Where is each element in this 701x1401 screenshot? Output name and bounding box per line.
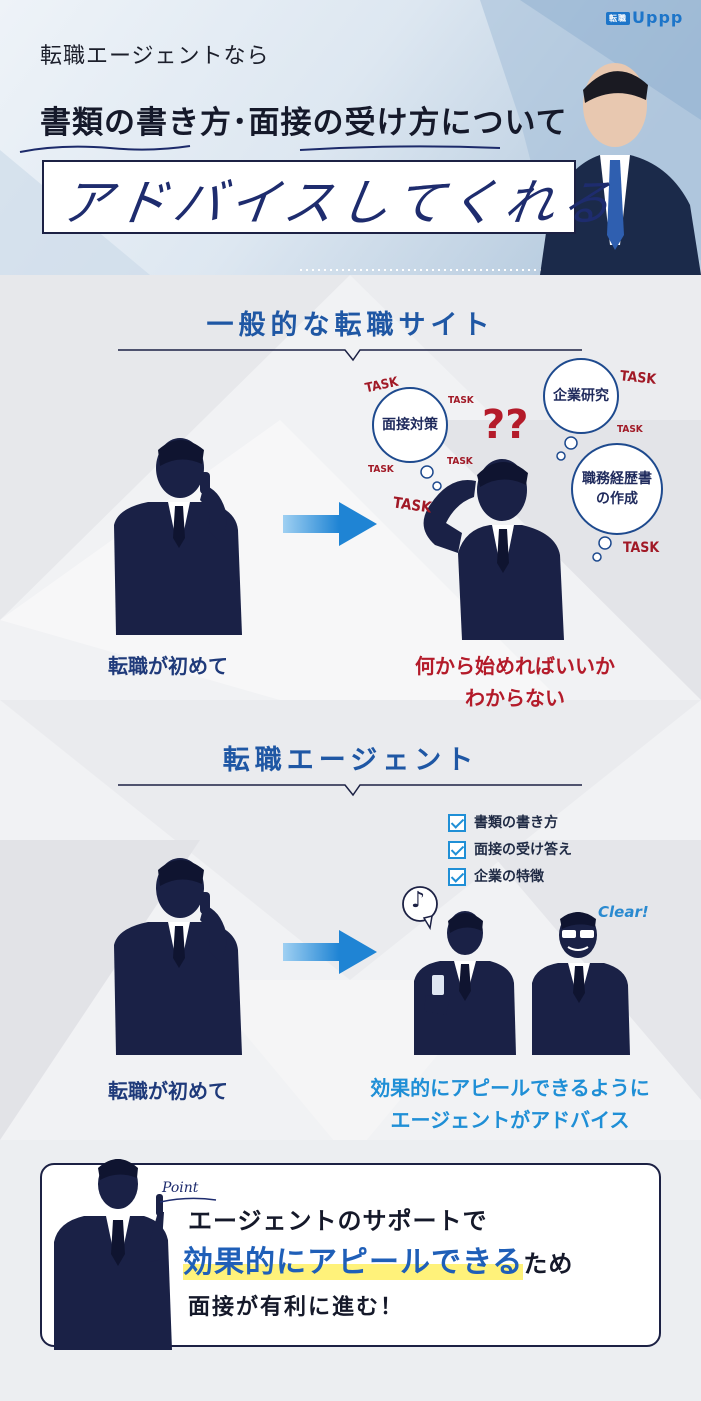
agent-man-silhouette xyxy=(414,911,516,1055)
caption-first-time-2: 転職が初めて xyxy=(108,1079,228,1103)
bubble-resume-line1: 職務経歴書 xyxy=(582,471,652,487)
headline-underline xyxy=(19,145,501,153)
check-icon xyxy=(448,814,466,832)
section-agent-divider xyxy=(118,784,582,797)
bubble-resume-line2: の作成 xyxy=(596,491,638,507)
caption-agent-advice: 効果的にアピールできるように エージェントがアドバイス xyxy=(340,1072,680,1136)
checklist-item: 面接の受け答え xyxy=(448,837,572,864)
caption-agent-advice-line1: 効果的にアピールできるように xyxy=(370,1076,650,1100)
happy-man-silhouette xyxy=(532,912,630,1055)
section-general-divider xyxy=(118,349,582,362)
bubble-company-research: 企業研究 xyxy=(553,388,609,404)
point-line3: 面接が有利に進む！ xyxy=(188,1295,405,1320)
caption-confused: 何から始めればいいか わからない xyxy=(370,650,660,714)
point-underline xyxy=(159,1197,217,1203)
checklist-item: 企業の特徴 xyxy=(448,864,572,891)
question-marks: ?? xyxy=(482,402,529,448)
section-agent-title: 転職エージェント xyxy=(222,745,479,776)
thinking-man-silhouette xyxy=(114,438,242,635)
task-label: TASK xyxy=(448,395,474,406)
clear-label: Clear! xyxy=(598,903,649,921)
caption-confused-line1: 何から始めればいいか xyxy=(415,654,615,678)
point-highlight: 効果的にアピールできる xyxy=(183,1245,524,1280)
check-icon xyxy=(448,868,466,886)
section-general-title: 一般的な転職サイト xyxy=(206,310,495,341)
task-label: TASK xyxy=(617,424,643,435)
task-label: TASK xyxy=(447,456,473,467)
arrow-icon xyxy=(283,502,377,546)
bubble-interview-prep: 面接対策 xyxy=(382,417,438,433)
check-icon xyxy=(448,841,466,859)
thought-bubbles xyxy=(372,358,663,562)
point-label: Point xyxy=(162,1180,199,1196)
point-line1: エージェントのサポートで xyxy=(188,1207,488,1235)
thinking-man-silhouette xyxy=(114,858,242,1055)
point-line2-tail: ため xyxy=(523,1250,574,1278)
header-businessman-image xyxy=(540,63,701,275)
point-line2: 効果的にアピールできるため xyxy=(183,1237,573,1281)
music-bubble xyxy=(402,886,438,931)
checklist-item: 書類の書き方 xyxy=(448,810,572,837)
caption-agent-advice-line2: エージェントがアドバイス xyxy=(390,1108,630,1132)
agent-checklist: 書類の書き方 面接の受け答え 企業の特徴 xyxy=(448,810,572,891)
confused-man-silhouette xyxy=(423,459,564,640)
header-subtitle: 転職エージェントなら xyxy=(40,44,270,69)
task-label: TASK xyxy=(368,464,394,475)
brand-tag: 転職 xyxy=(606,12,630,25)
caption-first-time-1: 転職が初めて xyxy=(108,654,228,678)
checklist-item-label: 面接の受け答え xyxy=(474,842,572,858)
header-headline: 書類の書き方･面接の受け方について xyxy=(40,105,568,141)
handwritten-text: アドバイスしてくれる xyxy=(57,174,622,232)
brand-name: Uppp xyxy=(632,8,684,27)
pointing-man-silhouette xyxy=(54,1159,172,1350)
task-label: TASK xyxy=(623,540,660,556)
checklist-item-label: 書類の書き方 xyxy=(474,815,558,831)
checklist-item-label: 企業の特徴 xyxy=(474,869,544,885)
arrow-icon xyxy=(283,930,377,974)
bubble-resume: 職務経歴書 の作成 xyxy=(572,469,662,509)
caption-confused-line2: わからない xyxy=(465,686,565,710)
handwritten-box xyxy=(42,160,576,234)
music-note-icon: ♪ xyxy=(411,888,426,913)
